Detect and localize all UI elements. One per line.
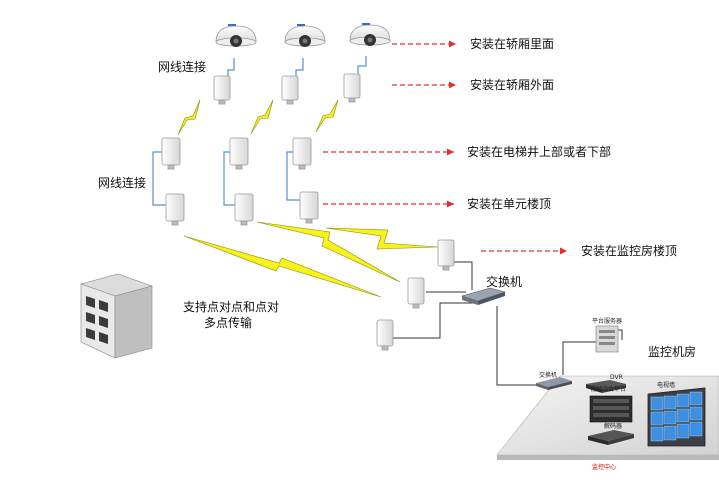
- label-p2p-line2: 多点传输: [204, 316, 253, 330]
- wireless-ap-units: [161, 73, 455, 351]
- ap-unit: [407, 277, 425, 309]
- wireless-links: [177, 99, 439, 298]
- ap-unit: [343, 73, 361, 103]
- label-cabin-inside: 安装在轿厢里面: [470, 37, 555, 51]
- small-switch-icon: [536, 377, 572, 390]
- server-icon: [595, 325, 619, 353]
- label-server: 平台服务器: [592, 318, 623, 325]
- dome-camera: [349, 23, 391, 46]
- dome-camera: [284, 24, 326, 47]
- lightning-bolt: [177, 99, 201, 136]
- label-dvr: DVR: [610, 374, 623, 381]
- office-building: [79, 273, 154, 359]
- label-switch-small: 交换机: [539, 372, 558, 379]
- ap-unit: [229, 137, 249, 170]
- label-roof: 安装在单元楼顶: [467, 197, 552, 211]
- label-shaft: 安装在电梯井上部或者下部: [467, 145, 612, 159]
- lightning-bolt: [315, 99, 339, 133]
- network-switch: [460, 287, 507, 305]
- ap-unit: [161, 137, 181, 170]
- label-video-wall: 电视墙: [657, 382, 676, 389]
- install-arrows: [323, 40, 567, 255]
- ap-unit: [376, 319, 394, 351]
- platform-chassis-icon: [589, 395, 633, 423]
- label-wired-left: 网线连接: [98, 176, 147, 190]
- ap-unit: [437, 239, 455, 271]
- label-center: 监控中心: [592, 464, 617, 471]
- decoder-icon: [588, 430, 634, 445]
- ap-unit: [213, 75, 231, 105]
- label-switch: 交换机: [486, 275, 523, 289]
- dome-camera: [215, 24, 257, 47]
- label-wired-top: 网线连接: [158, 60, 207, 74]
- control-room: [496, 325, 719, 460]
- ap-unit: [292, 137, 312, 170]
- lightning-bolt: [325, 227, 439, 250]
- lightning-bolt: [250, 99, 274, 135]
- label-p2p-line1: 支持点对点和点对: [183, 300, 280, 314]
- video-wall-icon: [647, 387, 706, 447]
- lightning-bolt: [256, 221, 401, 283]
- ap-unit: [234, 193, 254, 226]
- lightning-bolt: [183, 235, 382, 298]
- ap-unit: [299, 191, 319, 224]
- ap-unit: [165, 193, 185, 226]
- label-decoder: 解码器: [604, 423, 623, 430]
- dvr-icon: [586, 380, 626, 393]
- label-monitor-roof: 安装在监控房楼顶: [581, 244, 678, 258]
- label-cabin-outside: 安装在轿厢外面: [470, 78, 555, 92]
- label-platform: 视频综合平台: [590, 386, 627, 393]
- ap-unit: [281, 75, 299, 105]
- label-control-room: 监控机房: [648, 345, 697, 359]
- shaft-cables: [152, 151, 302, 206]
